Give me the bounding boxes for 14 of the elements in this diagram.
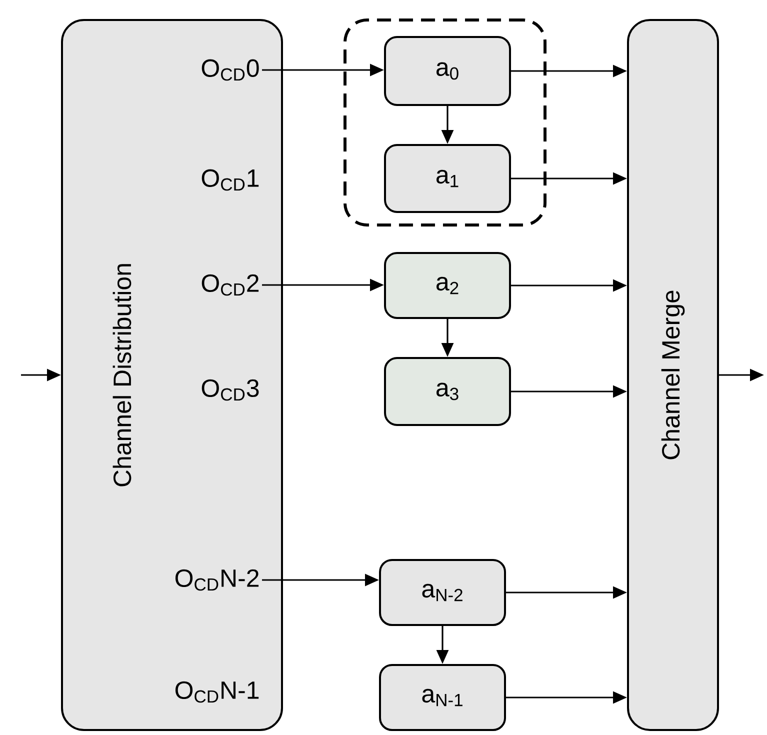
port-label: O$_{CD}$2 xyxy=(202,274,259,296)
process-box: a$_{3}$ xyxy=(384,357,511,426)
port-label: O$_{CD}$1 xyxy=(202,169,259,191)
process-box: a$_{1}$ xyxy=(384,144,511,213)
group-box xyxy=(344,18,546,226)
process-box: a$_{N-1}$ xyxy=(379,664,506,731)
port-label: O$_{CD}$3 xyxy=(202,379,259,401)
block-box: Channel Merge xyxy=(627,18,720,731)
process-box: a$_{2}$ xyxy=(384,252,511,319)
process-box: a$_{0}$ xyxy=(384,36,511,106)
port-label: O$_{CD}$0 xyxy=(202,59,259,81)
process-box: a$_{N-2}$ xyxy=(379,559,506,626)
port-label: O$_{CD}$N-2 xyxy=(175,569,259,591)
port-label: O$_{CD}$N-1 xyxy=(175,681,259,703)
